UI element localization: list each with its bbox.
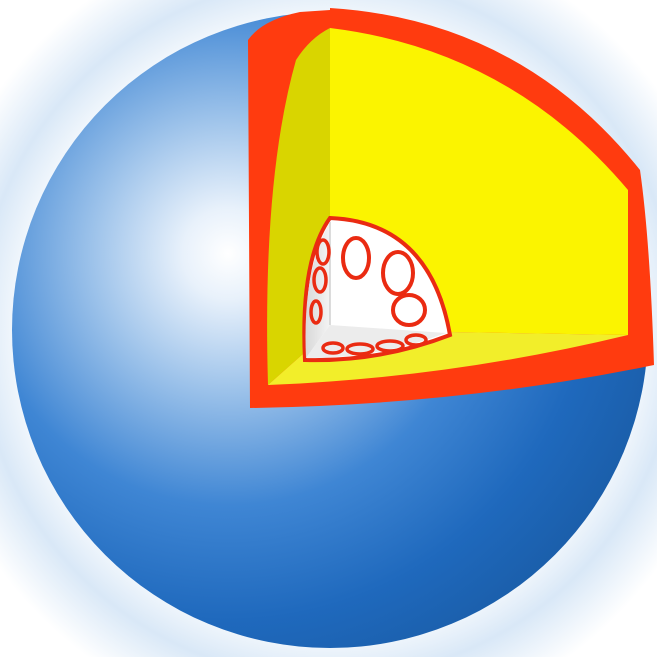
diagram-stage xyxy=(0,0,657,657)
sphere-cutaway-diagram xyxy=(0,0,657,657)
